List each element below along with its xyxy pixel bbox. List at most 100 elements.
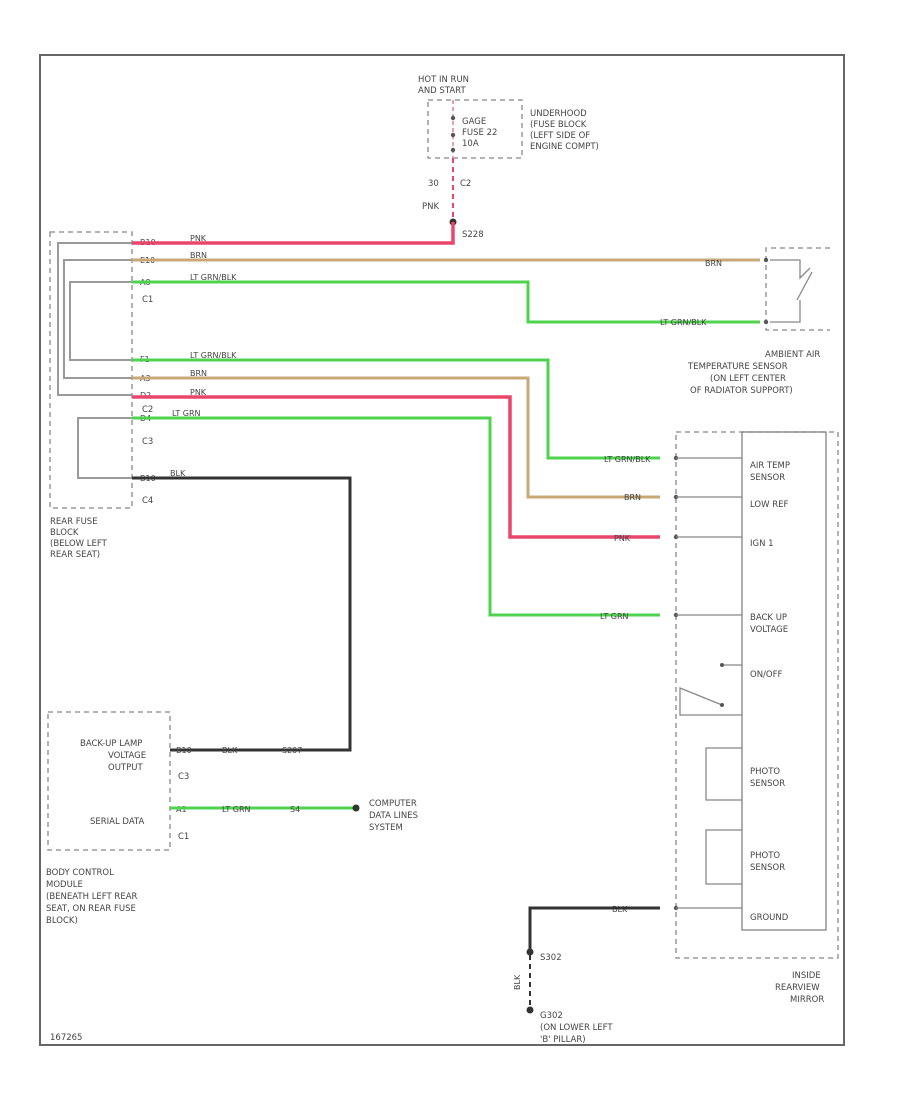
ambient-wire-brn-label: BRN [705, 259, 722, 268]
mirror-label-ground: GROUND [750, 913, 789, 923]
mirror-label-lowref: LOW REF [750, 500, 789, 510]
bcm-wire2-splice: S4 [290, 805, 300, 814]
computer-data-dot [352, 804, 360, 812]
rfb-label-3: (BELOW LEFT [50, 539, 108, 549]
underhood-label-4: ENGINE COMPT) [530, 142, 599, 152]
rear-fuse-internal-1 [57, 242, 132, 396]
mirror-label-photo1-1: PHOTO [750, 767, 780, 777]
bcm-wire1-color: BLK [222, 746, 238, 755]
bcm-row1-3: OUTPUT [108, 763, 143, 773]
mirror-label-onoff: ON/OFF [750, 670, 782, 680]
ground-wire-label: BLK [513, 974, 522, 990]
mirror-wire-3: PNK [614, 534, 631, 543]
photo-sensor-2 [705, 829, 742, 885]
rear-fuse-internal-2 [63, 259, 132, 379]
bcm-label-2: MODULE [46, 880, 83, 890]
mirror-label-ign1: IGN 1 [750, 539, 774, 549]
hot-label-1: HOT IN RUN [418, 75, 469, 85]
mirror-label-photo2-1: PHOTO [750, 851, 780, 861]
mirror-label-photo1-2: SENSOR [750, 779, 785, 789]
mirror-internal-lines [676, 457, 742, 909]
mirror-title-2: REARVIEW [775, 983, 820, 993]
rfb-conn-c4: C4 [142, 496, 153, 506]
splice-s228-label: S228 [462, 230, 484, 240]
c2-pin: 30 [428, 179, 439, 189]
wire-brn-top-label: BRN [190, 251, 207, 260]
wire-ltgrn-mirror [132, 416, 660, 617]
mirror-wire-2: BRN [624, 493, 641, 502]
wire-ltgrn-mirror-label: LT GRN [172, 409, 201, 418]
fuse-terminal-bottom [450, 147, 456, 153]
ambient-thermistor-slash [796, 271, 813, 301]
fuse-label-1: GAGE [462, 117, 486, 127]
g302-dot [526, 1006, 534, 1014]
rfb-label-2: BLOCK [50, 528, 79, 538]
ambient-sensor-box [765, 247, 830, 331]
rfb-conn-c1: C1 [142, 295, 153, 305]
underhood-label-3: (LEFT SIDE OF [530, 131, 590, 141]
rear-fuse-block-box [49, 231, 133, 509]
footer-code: 167265 [50, 1033, 82, 1043]
underhood-label-2: (FUSE BLOCK [530, 120, 587, 130]
wire-blk-label: BLK [170, 469, 186, 478]
ambient-wire-grn-label: LT GRN/BLK [660, 318, 707, 327]
ambient-pin-a [763, 257, 769, 263]
mirror-inner-box [741, 431, 827, 931]
bcm-wire1-splice: S207 [282, 746, 302, 755]
mirror-onoff-switch [679, 664, 742, 716]
mirror-label-backup-1: BACK UP [750, 613, 787, 623]
rear-fuse-internal-3 [69, 281, 132, 361]
outer-frame [39, 54, 845, 1046]
ambient-thermistor [770, 259, 811, 323]
computer-label-1: COMPUTER [369, 799, 417, 809]
g302-label-3: 'B' PILLAR) [540, 1035, 586, 1045]
mirror-wire-4: LT GRN [600, 612, 629, 621]
mirror-label-backup-2: VOLTAGE [750, 625, 788, 635]
wire-pnk-mirror [132, 395, 660, 539]
mirror-label-airtemp-2: SENSOR [750, 473, 785, 483]
mirror-title-1: INSIDE [792, 971, 821, 981]
rfb-conn-c2: C2 [142, 405, 153, 415]
wire-brn-mirror-label: BRN [190, 369, 207, 378]
wire-ltgrnblk-mirror-label: LT GRN/BLK [190, 351, 237, 360]
wire-ground-blk [528, 906, 660, 950]
ambient-pin-b [763, 319, 769, 325]
mirror-wire-1: LT GRN/BLK [604, 455, 651, 464]
wire-pnk-top [132, 222, 455, 245]
switch-contact-bottom [720, 703, 724, 707]
mirror-label-airtemp-1: AIR TEMP [750, 461, 790, 471]
bcm-label-5: BLOCK) [46, 916, 78, 926]
fuse-terminal-top [450, 115, 456, 121]
c2-connector: C2 [460, 179, 471, 189]
bcm-row1-2: VOLTAGE [108, 751, 146, 761]
bcm-row2: SERIAL DATA [90, 817, 145, 827]
ambient-label-2: TEMPERATURE SENSOR [687, 362, 788, 372]
mirror-outer-box [675, 431, 839, 959]
bcm-pin-b10: B10 [176, 746, 192, 755]
underhood-fuse-box [427, 99, 523, 159]
wire-ltgrnblk-top-label: LT GRN/BLK [190, 273, 237, 282]
bcm-label-3: (BENEATH LEFT REAR [46, 892, 138, 902]
bcm-label-4: SEAT, ON REAR FUSE [46, 904, 136, 914]
bcm-box [47, 711, 171, 851]
wire-pnk-top-label: PNK [190, 234, 207, 243]
computer-label-2: DATA LINES [369, 811, 418, 821]
splice-s302-label: S302 [540, 953, 562, 963]
ambient-label-3: (ON LEFT CENTER [710, 374, 786, 384]
switch-contact-top [720, 663, 724, 667]
fuse-label-2: FUSE 22 [462, 128, 497, 138]
rfb-conn-c3: C3 [142, 437, 153, 447]
g302-label-1: G302 [540, 1011, 563, 1021]
photo-sensor-1 [705, 747, 742, 801]
bcm-conn-c1: C1 [178, 832, 189, 842]
ambient-label-1: AMBIENT AIR [765, 350, 820, 360]
rfb-label-1: REAR FUSE [50, 517, 98, 527]
underhood-label-1: UNDERHOOD [530, 109, 587, 119]
wire-ltgrnblk-top [132, 280, 760, 324]
ambient-label-4: OF RADIATOR SUPPORT) [690, 386, 793, 396]
hot-label-2: AND START [418, 86, 466, 96]
wire-ltgrnblk-mirror [132, 358, 660, 460]
g302-label-2: (ON LOWER LEFT [540, 1023, 613, 1033]
